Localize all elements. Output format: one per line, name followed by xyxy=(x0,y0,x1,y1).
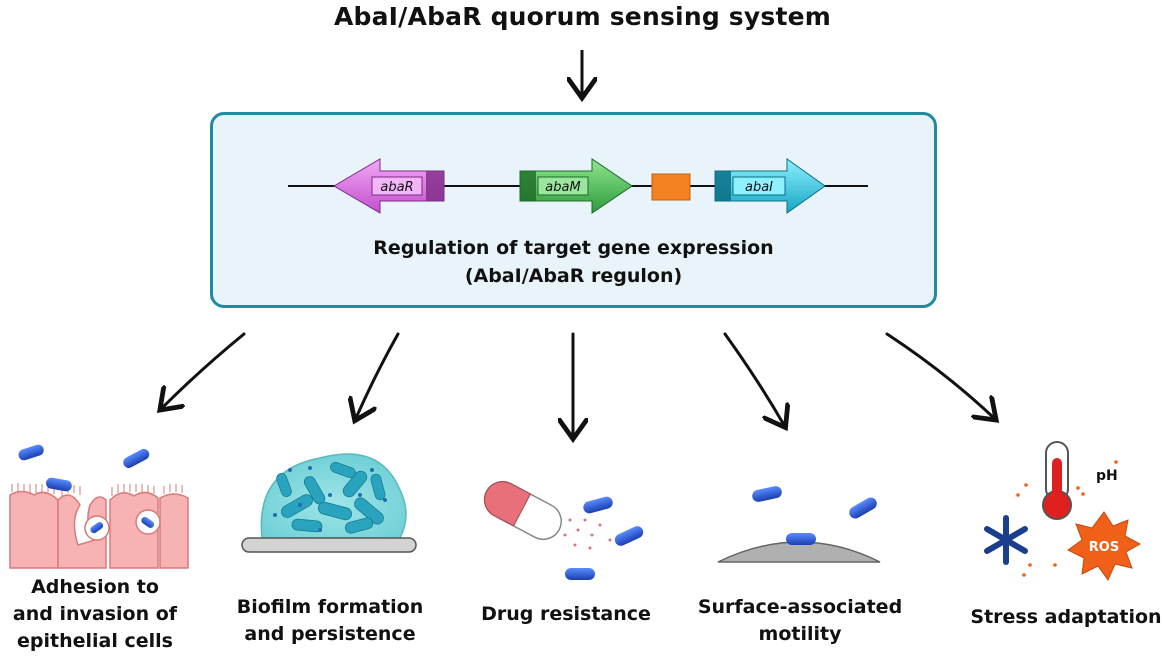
arrow-to-motility xyxy=(723,332,784,425)
outcome-label-motility: Surface-associated motility xyxy=(690,594,910,648)
arrow-to-stress xyxy=(885,332,994,418)
surface-motility-illustration xyxy=(717,486,881,563)
outcome-label-drug-resistance: Drug resistance xyxy=(466,601,666,628)
regulation-box xyxy=(210,112,937,308)
outcome-label-line: epithelial cells xyxy=(17,630,173,652)
outcome-label-line: Stress adaptation xyxy=(970,606,1162,628)
drug-resistance-illustration xyxy=(483,480,644,580)
ros-label: ROS xyxy=(1089,540,1119,555)
outcome-label-line: and persistence xyxy=(244,623,416,645)
ph-label: pH xyxy=(1096,468,1118,484)
diagram-title: AbaI/AbaR quorum sensing system xyxy=(333,2,832,31)
gene-label-abaI: abaI xyxy=(745,180,773,195)
gene-label-abaM: abaM xyxy=(545,180,580,195)
epithelial-cells-illustration xyxy=(9,444,189,569)
outcome-label-line: and invasion of xyxy=(12,603,178,625)
gene-label-abaR: abaR xyxy=(380,180,413,195)
regulation-text-line2: (AbaI/AbaR regulon) xyxy=(464,265,683,287)
outcome-label-line: Drug resistance xyxy=(481,603,651,625)
arrow-to-adhesion xyxy=(162,332,246,408)
outcome-label-stress: Stress adaptation xyxy=(970,604,1162,631)
arrow-to-biofilm xyxy=(356,332,400,418)
outcome-label-biofilm: Biofilm formation and persistence xyxy=(215,594,445,648)
gene-cluster: abaR abaM abaI xyxy=(288,158,868,214)
gene-abaM-arrow xyxy=(519,158,633,214)
outcome-arrows xyxy=(162,332,994,436)
outcome-label-line: Adhesion to xyxy=(31,576,159,598)
outcome-label-line: motility xyxy=(758,623,842,645)
regulation-text-line1: Regulation of target gene expression xyxy=(373,237,774,259)
gene-abaI-arrow xyxy=(714,158,826,214)
ros-burst-icon xyxy=(1067,511,1142,582)
stress-adaptation-illustration xyxy=(984,441,1142,582)
outcome-label-line: Surface-associated xyxy=(697,596,903,618)
snowflake-icon xyxy=(984,515,1028,565)
biofilm-illustration xyxy=(241,453,417,553)
outcome-label-adhesion: Adhesion to and invasion of epithelial c… xyxy=(0,574,190,655)
promoter-box xyxy=(651,173,691,201)
gene-abaR-arrow xyxy=(333,158,445,214)
outcome-label-line: Biofilm formation xyxy=(236,596,424,618)
